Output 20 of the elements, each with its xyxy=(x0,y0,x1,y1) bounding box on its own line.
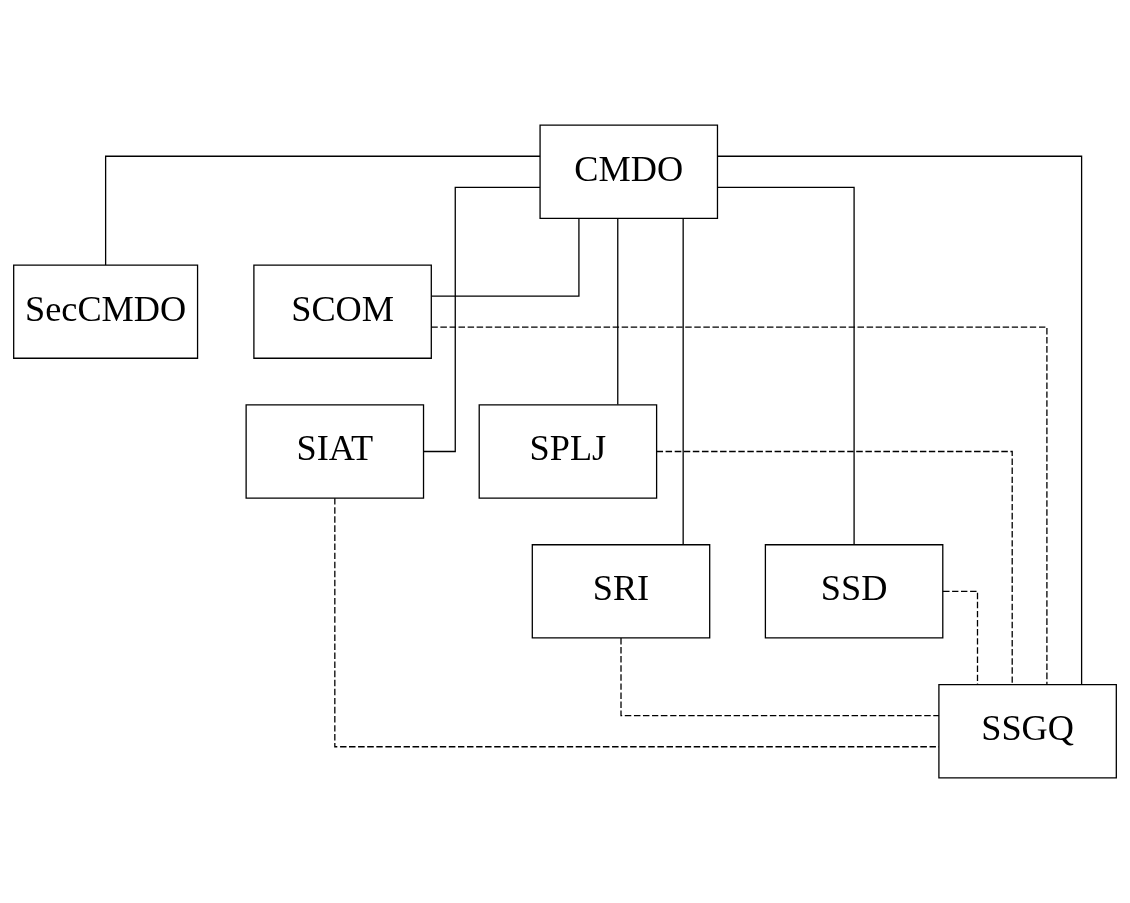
connector xyxy=(620,637,940,717)
node-box: SCOM xyxy=(253,264,432,359)
connector xyxy=(430,326,1048,686)
node-box: SecCMDO xyxy=(13,264,199,359)
connector xyxy=(942,590,979,685)
node-box: SSGQ xyxy=(938,683,1117,779)
connector xyxy=(430,217,580,297)
connector xyxy=(717,186,855,546)
node-box: SRI xyxy=(531,544,711,639)
connector xyxy=(617,217,619,406)
node-box: SSD xyxy=(764,544,944,639)
node-box: CMDO xyxy=(539,124,719,220)
connector xyxy=(656,450,1013,686)
connector xyxy=(422,186,541,453)
node-box: SPLJ xyxy=(478,404,658,499)
connector xyxy=(717,155,1083,685)
node-box: SIAT xyxy=(245,404,425,499)
connector xyxy=(682,218,684,545)
connector xyxy=(334,497,940,748)
connector xyxy=(105,155,541,266)
